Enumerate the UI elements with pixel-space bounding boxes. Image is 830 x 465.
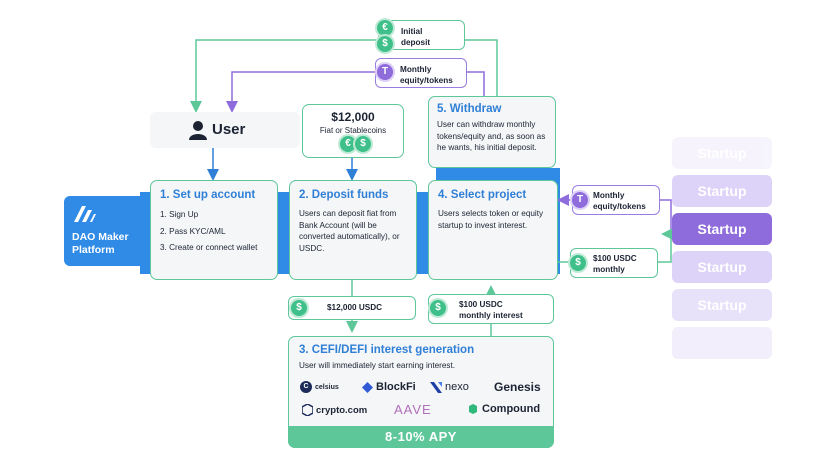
partner-name: celsius bbox=[315, 383, 339, 391]
partner-name: crypto.com bbox=[316, 404, 368, 416]
withdraw-card: 5. Withdraw User can withdraw monthly to… bbox=[428, 96, 556, 168]
tether-icon: T bbox=[377, 64, 393, 80]
dollar-icon: $ bbox=[355, 136, 371, 152]
crypto-com-icon bbox=[302, 404, 313, 416]
dollar-icon: $ bbox=[430, 300, 446, 316]
setup-step: 3. Create or connect wallet bbox=[160, 243, 258, 252]
person-icon bbox=[189, 121, 207, 140]
pill-line: $100 USDC bbox=[593, 254, 637, 263]
dollar-icon: $ bbox=[377, 36, 393, 52]
select-project-card: 4. Select project Users selects token or… bbox=[428, 180, 558, 280]
dao-maker-platform: DAO Maker Platform bbox=[64, 196, 150, 266]
select-title: 4. Select project bbox=[438, 189, 527, 201]
pill-line: equity/tokens bbox=[400, 75, 453, 85]
dollar-icon: $ bbox=[570, 255, 586, 271]
usdc-12000-pill: $12,000 USDC bbox=[288, 296, 416, 320]
pill-line: Monthly bbox=[593, 191, 625, 200]
dao-line2: Platform bbox=[72, 244, 115, 256]
partner-name: Genesis bbox=[494, 380, 541, 394]
celsius-icon: C bbox=[300, 381, 312, 393]
compound-logo: Compound bbox=[467, 403, 540, 415]
nexo-icon bbox=[430, 381, 442, 393]
blockfi-logo: BlockFi bbox=[362, 381, 416, 393]
pill-text: $12,000 USDC bbox=[327, 303, 383, 312]
blockfi-icon bbox=[362, 381, 373, 393]
partner-name: Compound bbox=[482, 403, 541, 415]
crypto-com-logo: crypto.com bbox=[302, 404, 367, 416]
partner-name: BlockFi bbox=[376, 381, 416, 393]
pill-line: monthly bbox=[593, 264, 625, 274]
withdraw-title: 5. Withdraw bbox=[437, 103, 502, 115]
select-text: Users selects token or equity startup to… bbox=[438, 209, 544, 230]
apy-bar: 8-10% APY bbox=[288, 426, 554, 448]
fiat-box: $12,000 Fiat or Stablecoins bbox=[302, 104, 404, 158]
euro-icon: € bbox=[377, 20, 393, 36]
partner-name: AAVE bbox=[394, 402, 432, 417]
deposit-text: Users can deposit fiat from Bank Account… bbox=[299, 209, 400, 253]
startup-item-selected[interactable]: Startup bbox=[672, 213, 772, 245]
startup-item[interactable]: Startup bbox=[672, 251, 772, 283]
partner-name: nexo bbox=[445, 381, 469, 393]
startup-item[interactable]: Startup bbox=[672, 289, 772, 321]
user-node: User bbox=[150, 112, 300, 148]
fiat-sub: Fiat or Stablecoins bbox=[319, 126, 387, 135]
setup-title: 1. Set up account bbox=[160, 189, 256, 201]
pill-line: equity/tokens bbox=[593, 201, 646, 211]
user-label: User bbox=[212, 121, 246, 138]
setup-step: 1. Sign Up bbox=[160, 210, 199, 219]
cefi-text: User will immediately start earning inte… bbox=[299, 361, 456, 370]
pill-line: $100 USDC bbox=[459, 300, 503, 309]
dao-maker-logo-icon bbox=[74, 206, 96, 222]
celsius-logo: C celsius bbox=[300, 381, 339, 393]
cefi-title: 3. CEFI/DEFI interest generation bbox=[299, 344, 475, 356]
compound-icon bbox=[469, 404, 477, 414]
usdc-100-interest-pill: $100 USDC monthly interest bbox=[428, 294, 554, 324]
setup-account-card: 1. Set up account 1. Sign Up 2. Pass KYC… bbox=[150, 180, 278, 280]
pill-line: Initial bbox=[401, 27, 423, 36]
startup-item[interactable]: Startup bbox=[672, 137, 772, 169]
pill-line: Monthly bbox=[400, 65, 432, 74]
deposit-title: 2. Deposit funds bbox=[299, 189, 389, 201]
pill-line: monthly interest bbox=[459, 310, 523, 320]
genesis-logo: Genesis bbox=[494, 380, 541, 394]
fiat-amount: $12,000 bbox=[331, 110, 375, 124]
startup-item[interactable]: Startup bbox=[672, 327, 772, 359]
dollar-icon: $ bbox=[291, 300, 307, 316]
euro-icon: € bbox=[340, 136, 356, 152]
deposit-funds-card: 2. Deposit funds Users can deposit fiat … bbox=[289, 180, 417, 280]
nexo-logo: nexo bbox=[430, 381, 469, 393]
tether-icon: T bbox=[572, 192, 588, 208]
withdraw-text: User can withdraw monthly tokens/equity … bbox=[437, 120, 546, 152]
pill-line: deposit bbox=[401, 37, 431, 47]
apy-label: 8-10% APY bbox=[385, 429, 457, 444]
dao-line1: DAO Maker bbox=[72, 231, 129, 243]
aave-logo: AAVE bbox=[394, 402, 432, 417]
startup-item[interactable]: Startup bbox=[672, 175, 772, 207]
setup-step: 2. Pass KYC/AML bbox=[160, 226, 226, 236]
